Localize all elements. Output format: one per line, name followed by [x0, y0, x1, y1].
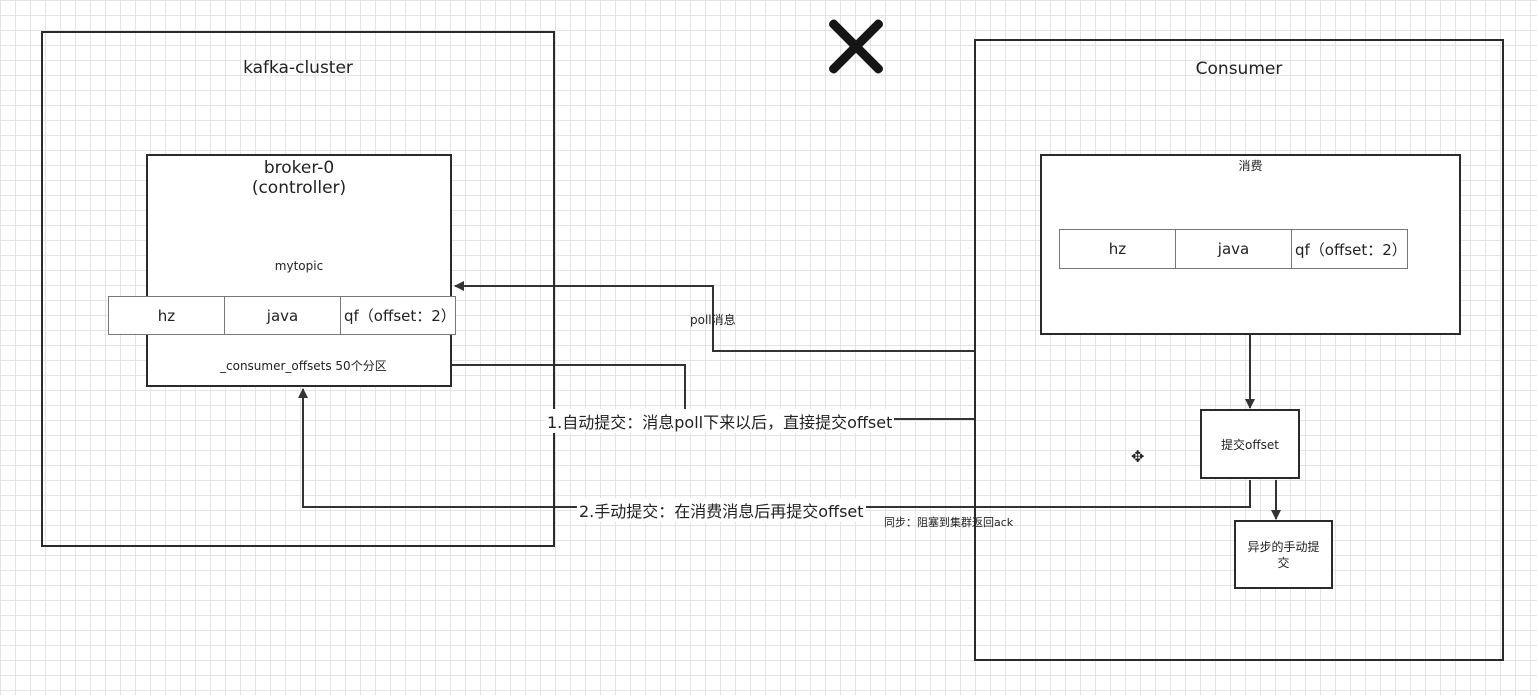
- sync-note-label: 同步：阻塞到集群返回ack: [884, 516, 1014, 529]
- commit-offset-label: 提交offset: [1221, 437, 1279, 452]
- broker-partition-java[interactable]: java: [224, 296, 341, 335]
- consumer-partition-java[interactable]: java: [1175, 229, 1292, 269]
- kafka-cluster-title: kafka-cluster: [243, 58, 353, 78]
- poll-arrow: [454, 281, 975, 352]
- consumer-box[interactable]: Consumer: [974, 39, 1504, 661]
- broker-partition-hz[interactable]: hz: [108, 296, 225, 335]
- commit-offset-box[interactable]: 提交offset: [1200, 409, 1300, 479]
- broker-partition-qf[interactable]: qf（offset：2）: [340, 296, 456, 335]
- consumer-partition-qf[interactable]: qf（offset：2）: [1291, 229, 1408, 269]
- close-icon[interactable]: [826, 17, 886, 77]
- kafka-cluster-box[interactable]: kafka-cluster: [41, 31, 555, 547]
- consume-title: 消费: [1238, 159, 1263, 173]
- consumer-partition-hz[interactable]: hz: [1059, 229, 1176, 269]
- async-commit-label-line1: 异步的手动提: [1247, 539, 1320, 554]
- poll-label: poll消息: [690, 313, 736, 327]
- broker-title: broker-0: [263, 158, 335, 178]
- broker-subtitle: (controller): [251, 178, 347, 198]
- consumer-offsets-label: _consumer_offsets 50个分区: [220, 359, 387, 373]
- async-commit-label-line2: 交: [1277, 555, 1290, 570]
- auto-commit-label: 1.自动提交：消息poll下来以后，直接提交offset: [545, 409, 895, 433]
- consumer-title: Consumer: [1195, 59, 1283, 79]
- move-cursor-icon: ✥: [1131, 447, 1145, 466]
- broker-box[interactable]: broker-0 (controller) mytopic _consumer_…: [146, 154, 452, 387]
- topic-label: mytopic: [274, 259, 324, 273]
- manual-commit-label: 2.手动提交：在消费消息后再提交offset: [577, 498, 866, 522]
- async-commit-box[interactable]: 异步的手动提 交: [1234, 520, 1333, 589]
